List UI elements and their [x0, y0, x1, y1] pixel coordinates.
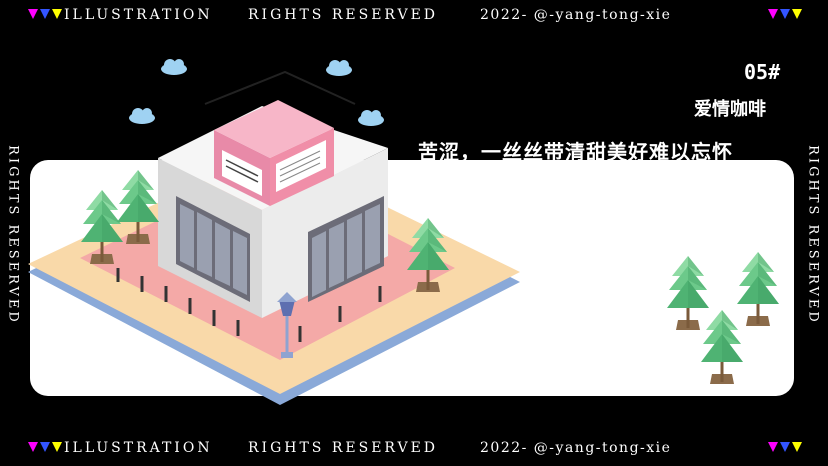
- tree-icon: [699, 308, 745, 386]
- banner-text-illustration: ILLUSTRATION: [64, 7, 213, 23]
- cloud-icon: [161, 59, 187, 75]
- triangle-marks-icon: [28, 9, 62, 19]
- triangle-marks-icon: [28, 442, 62, 452]
- cloud-icon: [326, 60, 352, 76]
- triangle-marks-icon: [768, 9, 802, 19]
- banner-text-rights: RIGHTS RESERVED: [248, 440, 439, 456]
- banner-text-illustration: ILLUSTRATION: [64, 440, 213, 456]
- triangle-marks-icon: [768, 442, 802, 452]
- cloud-icon: [358, 110, 384, 126]
- top-banner: ILLUSTRATION RIGHTS RESERVED 2022- @-yan…: [0, 3, 828, 33]
- banner-text-rights: RIGHTS RESERVED: [248, 7, 439, 23]
- illustration-title: 爱情咖啡: [694, 99, 766, 120]
- illustration-subtitle: 苦涩，一丝丝带清甜美好难以忘怀: [418, 140, 733, 164]
- tree-icon: [735, 250, 781, 328]
- illustration-number: 05#: [744, 60, 781, 84]
- street-lamp-icon: [277, 292, 297, 358]
- tree-icon: [665, 254, 711, 332]
- cloud-icon: [129, 108, 155, 124]
- sign-cube-top: [214, 100, 334, 158]
- bottom-banner: ILLUSTRATION RIGHTS RESERVED 2022- @-yan…: [0, 436, 828, 466]
- banner-text-author: 2022- @-yang-tong-xie: [480, 7, 672, 23]
- banner-text-author: 2022- @-yang-tong-xie: [480, 440, 672, 456]
